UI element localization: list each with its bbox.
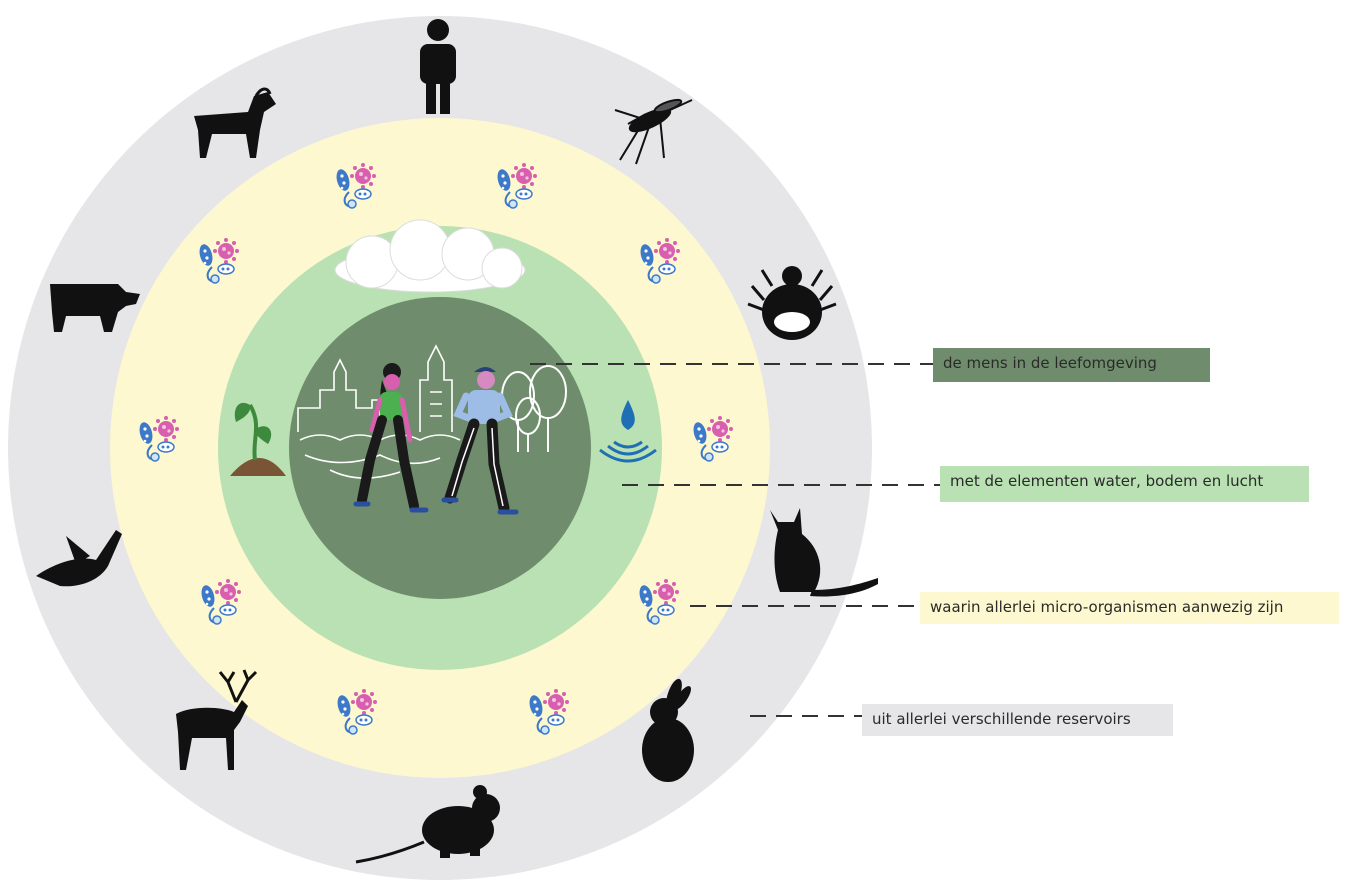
rabbit-icon [642,678,694,782]
label-elements: met de elementen water, bodem en lucht [940,466,1309,502]
cat-icon [770,508,878,597]
cow-icon [50,284,140,332]
label-reservoirs: uit allerlei verschillende reservoirs [862,704,1173,736]
cloud-icon [334,219,526,293]
woman-walking-icon [353,363,429,513]
label-micro-organisms: waarin allerlei micro-organismen aanwezi… [920,592,1339,624]
mosquito-icon [614,98,693,165]
man-walking-icon [441,367,519,515]
goat-icon [194,87,276,158]
label-human-in-environment: de mens in de leefomgeving [933,348,1210,382]
plant-icon [230,402,286,476]
rat-icon [355,785,500,864]
tick-icon [747,266,837,340]
bird-icon [36,530,122,587]
core-human-environment [289,297,591,599]
deer-icon [176,669,258,770]
water-drop-icon [599,400,657,463]
human-icon [420,19,456,114]
